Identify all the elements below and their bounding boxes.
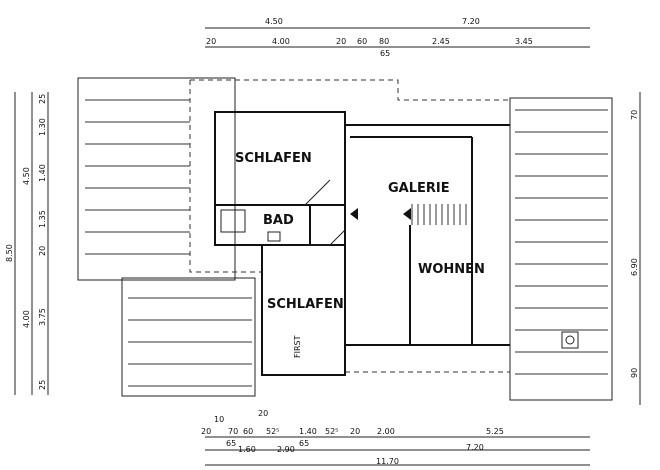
- dim-left-in-0: 25: [38, 94, 47, 104]
- dim-left-in-2: 1.40: [38, 164, 47, 182]
- dim-top-r2-3: 60: [357, 37, 367, 46]
- dim-bot-9: 2.00: [377, 427, 395, 436]
- dim-right-1: 6.90: [630, 258, 639, 276]
- room-label-schlafen: SCHLAFEN: [235, 151, 312, 166]
- dim-left-outer: 8.50: [5, 244, 14, 262]
- room-label-wohnen: WOHNEN: [418, 262, 485, 277]
- dim-left-in-6: 25: [38, 380, 47, 390]
- staircase: [411, 204, 467, 225]
- dimension-lines: [14, 27, 641, 466]
- room-label-schlafen-2: SCHLAFEN: [267, 297, 344, 312]
- roof-left-upper: [77, 77, 236, 281]
- dim-bot-5: 52⁵: [266, 427, 279, 436]
- ridge-label: FIRST: [293, 335, 302, 358]
- dim-top-r2-4: 80: [379, 37, 389, 46]
- dim-top-r2-2: 20: [336, 37, 346, 46]
- dim-bot-0: 20: [201, 427, 211, 436]
- dim-bot-sub-0: 65: [226, 439, 236, 448]
- dim-bot-10: 5.25: [486, 427, 504, 436]
- dim-left-in-4: 20: [38, 246, 47, 256]
- dim-bot-r2-0: 1.60: [238, 445, 256, 454]
- dim-top-r2-0: 20: [206, 37, 216, 46]
- dim-bot-3: 60: [243, 427, 253, 436]
- dim-left-in-3: 1.35: [38, 210, 47, 228]
- dim-bot-4: 20: [258, 409, 268, 418]
- dim-bot-1: 10: [214, 415, 224, 424]
- roof-right: [509, 97, 613, 401]
- stair-arrow-left: [350, 208, 358, 220]
- room-label-bad: BAD: [263, 213, 294, 228]
- walls: [214, 111, 579, 376]
- stair-arrow-right: [403, 208, 411, 220]
- dim-bot-r3-0: 11.70: [376, 457, 399, 466]
- dim-bot-7: 52⁵: [325, 427, 338, 436]
- roof-outline: [189, 79, 510, 373]
- dim-right-2: 90: [630, 368, 639, 378]
- dim-left-in-1: 1.30: [38, 118, 47, 136]
- dim-left-mid-0: 4.50: [22, 167, 31, 185]
- dim-top-r2-6: 3.45: [515, 37, 533, 46]
- dim-left-mid-1: 4.00: [22, 310, 31, 328]
- dim-top-2: 7.20: [462, 17, 480, 26]
- dim-top-1: 4.50: [265, 17, 283, 26]
- dim-left-in-5: 3.75: [38, 308, 47, 326]
- dim-top-sub: 65: [380, 49, 390, 58]
- dim-top-r2-5: 2.45: [432, 37, 450, 46]
- dim-bot-2: 70: [228, 427, 238, 436]
- dim-top-r2-1: 4.00: [272, 37, 290, 46]
- dim-bot-6: 1.40: [299, 427, 317, 436]
- dim-bot-r2-1: 2.90: [277, 445, 295, 454]
- roof-left-lower: [121, 277, 256, 397]
- room-label-galerie: GALERIE: [388, 181, 450, 196]
- dim-bot-8: 20: [350, 427, 360, 436]
- dim-right-0: 70: [630, 110, 639, 120]
- dim-bot-sub-1: 65: [299, 439, 309, 448]
- dim-bot-r2-2: 7.20: [466, 443, 484, 452]
